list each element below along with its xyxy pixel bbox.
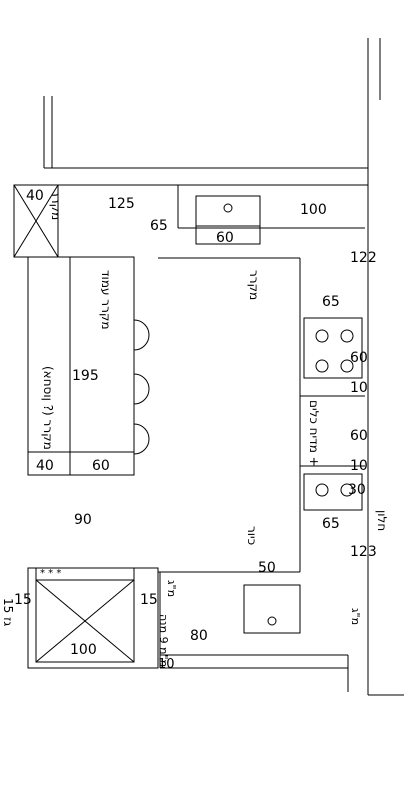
dim-v-30: 30 xyxy=(348,482,366,498)
dim-hob-65: 65 xyxy=(322,294,340,310)
dim-island-60: 60 xyxy=(92,458,110,474)
label-dishwasher: מדיח כלים + xyxy=(307,400,321,467)
dim-right-123: 123 xyxy=(350,544,377,560)
label-far-right: חלון xyxy=(375,510,389,531)
label-top-left: מקרר xyxy=(49,190,63,220)
label-side-note: גז 15 xyxy=(1,598,15,626)
label-island-seat: מקרר (? ןוסחא) xyxy=(41,366,55,450)
dim-fridge-10: 10 xyxy=(158,657,175,672)
label-fridge-tag: מ"מ 9 מנה xyxy=(157,614,170,667)
dim-oven-65: 65 xyxy=(322,516,340,532)
fridge xyxy=(27,567,159,669)
dim-v-60b: 60 xyxy=(350,428,368,444)
dim-fridge-15a: 15 xyxy=(14,592,32,608)
dim-bottom-80: 80 xyxy=(190,628,208,644)
label-counter-lower: כיור xyxy=(245,526,259,545)
dim-v-60a: 60 xyxy=(350,350,368,366)
top-counter xyxy=(177,185,365,245)
dim-v-10b: 10 xyxy=(350,458,368,474)
right-counter xyxy=(158,257,365,634)
dim-top-125: 125 xyxy=(108,196,135,212)
label-outlet-2: מ"ג xyxy=(349,608,362,625)
sink-upper xyxy=(195,195,261,245)
sink-drain-icon xyxy=(223,203,233,213)
dim-fridge-15b: 15 xyxy=(140,592,158,608)
outer-wall-right xyxy=(43,38,369,695)
label-pantry: מקרר xyxy=(247,270,261,300)
dim-right-122: 122 xyxy=(350,250,377,266)
dim-v-10a: 10 xyxy=(350,380,368,396)
label-island-top: מקרר עמוד xyxy=(99,270,113,330)
dim-island-195: 195 xyxy=(72,368,99,384)
dim-gap-90: 90 xyxy=(74,512,92,528)
dim-sink-60: 60 xyxy=(216,230,234,246)
label-outlet-1: מ"ג xyxy=(165,580,178,597)
hob-upper xyxy=(303,317,363,379)
dim-fridge-100: 100 xyxy=(70,642,97,658)
dim-top-left-40: 40 xyxy=(26,188,44,204)
island xyxy=(27,256,150,476)
dim-island-40: 40 xyxy=(36,458,54,474)
oven-stars: * * * xyxy=(40,568,61,579)
dim-top-100: 100 xyxy=(300,202,327,218)
dim-top-65: 65 xyxy=(150,218,168,234)
dim-sink-50: 50 xyxy=(258,560,276,576)
sink-lower xyxy=(243,584,301,634)
hob-lower xyxy=(303,473,363,511)
